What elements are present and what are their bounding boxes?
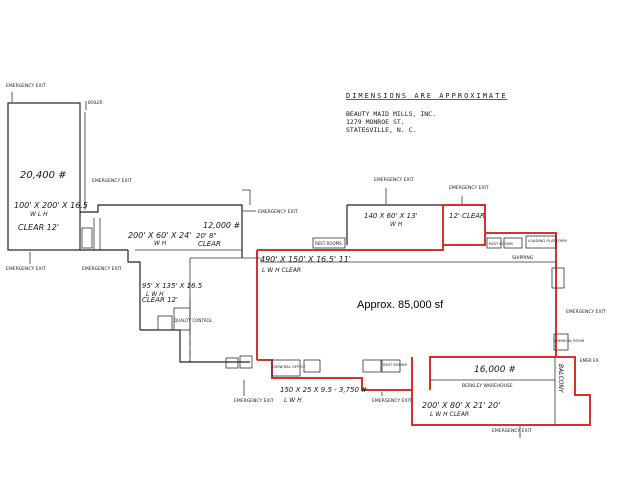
- upper-mid-area: 12,000 #: [203, 221, 241, 230]
- upper-mid-dims-sub: W H: [154, 240, 167, 247]
- bottom-right-emergency-exit-label: EMERGENCY EXIT: [492, 428, 532, 434]
- warehouse-name: BERKLEY WAREHOUSE: [462, 383, 513, 389]
- lower-rest-rooms-label: REST ROOMS: [383, 363, 408, 367]
- company-city: STATESVILLE, N. C.: [346, 126, 416, 134]
- far-right-emergency-exit-label: EMER EX: [580, 358, 599, 363]
- left-building-dims-sub: W L H: [30, 211, 48, 218]
- berkley-warehouse: 16,000 # BERKLEY WAREHOUSE 200' X 80' X …: [411, 309, 606, 438]
- top-right-section: 140 X 60' X 13' W H 12' CLEAR EMERGENCY …: [346, 177, 523, 249]
- upper-mid-clear: CLEAR: [198, 240, 221, 248]
- left-emergency-exit-label: EMERGENCY EXIT: [6, 83, 46, 89]
- balcony-label: BALCONY: [557, 364, 564, 394]
- lower-left-clear: CLEAR 12': [142, 296, 178, 304]
- left-building-area: 20,400 #: [20, 170, 67, 181]
- top-right-dims: 140 X 60' X 13': [364, 212, 418, 220]
- main-building: Approx. 85,000 sf 490' X 150' X 16.5' 11…: [190, 232, 584, 391]
- upper-mid-emergency-exit-label: EMERGENCY EXIT: [258, 209, 298, 215]
- main-dims-sub: L W H CLEAR: [262, 267, 301, 274]
- general-office-label: GENERAL OFFICE: [273, 364, 306, 369]
- chemical-room-label: CHEMICAL ROOM: [554, 339, 584, 343]
- warehouse-dims: 200' X 80' X 21' 20': [422, 401, 500, 410]
- company-name: BEAUTY MAID MILLS, INC.: [346, 110, 436, 118]
- rest-rooms-label: REST ROOMS: [315, 241, 342, 246]
- top-emergency-exit-label: EMERGENCY EXIT: [374, 177, 414, 183]
- company-street: 1279 MONROE ST.: [346, 118, 405, 126]
- top-mid-emergency-exit-label: EMERGENCY EXIT: [449, 185, 489, 191]
- left-top-small-label: BOILER: [88, 100, 103, 105]
- top-right-clear: 12' CLEAR: [449, 212, 485, 220]
- left-building-clear: CLEAR 12': [18, 223, 59, 232]
- lower-left-wing: 95' X 135' X 16.5 L W H CLEAR 12' QUALIT…: [127, 250, 253, 369]
- upper-mid-building: 200' X 60' X 24' W H 20' 8" 12,000 # CLE…: [80, 189, 298, 272]
- main-area-label: Approx. 85,000 sf: [357, 299, 444, 311]
- left-building: 20,400 # 100' X 200' X 16.5 W L H CLEAR …: [6, 83, 132, 272]
- shipping-label: SHIPPING: [512, 255, 534, 261]
- main-dims: 490' X 150' X 16.5' 11': [260, 255, 351, 264]
- bottom-mid-section: GENERAL OFFICE REST ROOMS 150 X 25 X 9.5…: [234, 359, 412, 404]
- quality-control-label: QUALITY CONTROL: [174, 318, 213, 323]
- bottom-mid-dims-sub: L W H: [284, 397, 302, 404]
- top-right-dims-sub: W H: [390, 221, 403, 228]
- warehouse-dims-sub: L W H CLEAR: [430, 411, 469, 418]
- bottom-mid-dims: 150 X 25 X 9.5 - 3,750 #: [280, 386, 367, 394]
- lower-left-dims-sub: L W H: [146, 291, 164, 298]
- bottom-emergency-exit2-label: EMERGENCY EXIT: [372, 398, 412, 404]
- warehouse-area: 16,000 #: [474, 365, 516, 375]
- lower-left-dims: 95' X 135' X 16.5: [142, 282, 203, 290]
- upper-mid-dims: 200' X 60' X 24': [128, 231, 191, 240]
- right-emergency-exit-label: EMERGENCY EXIT: [566, 309, 606, 315]
- left-inner-emergency-exit-label: EMERGENCY EXIT: [82, 266, 122, 272]
- bottom-emergency-exit-label: EMERGENCY EXIT: [234, 398, 274, 404]
- left-building-dims: 100' X 200' X 16.5: [14, 201, 88, 210]
- upper-mid-height: 20' 8": [196, 232, 217, 240]
- loading-platform-label: LOADING PLATFORM: [528, 238, 567, 243]
- left-emergency-exit-bottom-label: EMERGENCY EXIT: [6, 266, 46, 272]
- rest-rooms-lower-label: REST ROOMS: [489, 242, 514, 246]
- disclaimer-text: DIMENSIONS ARE APPROXIMATE: [346, 92, 508, 100]
- left-emergency-exit-right-label: EMERGENCY EXIT: [92, 178, 132, 184]
